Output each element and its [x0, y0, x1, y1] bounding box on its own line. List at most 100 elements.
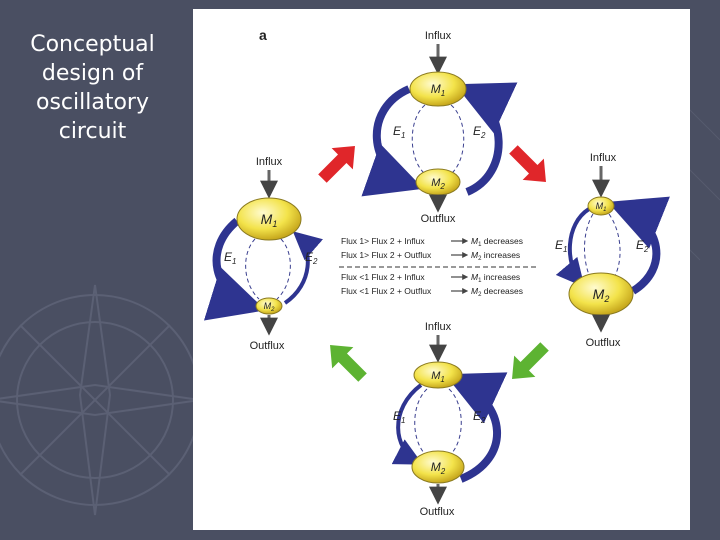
svg-text:E1: E1 — [224, 250, 236, 266]
legend-result: M — [471, 250, 479, 260]
e1-label: E — [393, 124, 402, 138]
outflux-label: Outflux — [250, 340, 285, 352]
m2-node — [255, 297, 283, 315]
m2-label: M — [431, 177, 441, 189]
state-right: Influx M1 M2 E1 E2 Outflux — [555, 152, 671, 349]
loop-arrow-left — [203, 217, 266, 321]
influx-label: Influx — [256, 156, 283, 168]
flux-path-right — [608, 213, 621, 280]
e2-label: E — [473, 124, 482, 138]
m1-node — [413, 361, 463, 389]
legend-row: Flux <1 Flux 2 + Outflux M2 decreases — [341, 286, 523, 298]
m1-label: M — [431, 370, 441, 382]
e2-subscript: 2 — [312, 257, 318, 266]
e1-subscript: 1 — [401, 416, 405, 425]
loop-arrow-right — [444, 372, 508, 483]
svg-text:E2: E2 — [636, 238, 649, 254]
loop-arrow-left — [555, 207, 591, 288]
legend-result: M — [471, 272, 479, 282]
m1-subscript: 1 — [441, 89, 445, 98]
svg-text:E2: E2 — [305, 250, 318, 266]
slide-title: Conceptual design of oscillatory circuit — [30, 32, 155, 144]
state-left: Influx M1 M2 E1 E2 Outflux — [203, 156, 324, 352]
e2-label: E — [473, 409, 482, 423]
e2-label: E — [636, 238, 645, 252]
legend-condition: Flux <1 Flux 2 + Outflux — [341, 286, 432, 296]
legend-result-subscript: 2 — [478, 256, 482, 262]
m1-label: M — [261, 211, 273, 227]
m2-subscript: 2 — [603, 294, 609, 304]
loop-arrow-right — [283, 231, 324, 305]
m1-node — [587, 196, 615, 216]
svg-text:M2: M2 — [593, 286, 610, 304]
svg-text:E1: E1 — [393, 409, 405, 425]
m1-label: M — [596, 201, 604, 211]
oscillatory-circuit-diagram: a Influx M1 M2 E1 E2 Outflux Influx — [203, 27, 671, 518]
m1-subscript: 1 — [272, 219, 277, 229]
svg-text:M1: M1 — [261, 211, 278, 229]
legend-condition: Flux 1> Flux 2 + Outflux — [341, 250, 432, 260]
m1-node — [409, 71, 467, 107]
e1-subscript: 1 — [401, 131, 405, 140]
legend-result-subscript: 2 — [478, 292, 482, 298]
e2-subscript: 2 — [480, 131, 486, 140]
m2-node — [411, 450, 465, 484]
flux-path-right — [448, 388, 462, 455]
legend-effect: decreases — [481, 236, 523, 246]
m2-subscript: 2 — [440, 467, 446, 476]
outflux-label: Outflux — [420, 506, 455, 518]
e1-subscript: 1 — [563, 245, 567, 254]
loop-arrow-left — [391, 383, 423, 465]
legend-condition: Flux <1 Flux 2 + Influx — [341, 272, 425, 282]
svg-text:E1: E1 — [393, 124, 405, 140]
loop-arrow-right — [607, 196, 671, 295]
svg-text:M1: M1 — [596, 201, 607, 213]
svg-text:M2 decreases: M2 decreases — [471, 286, 523, 298]
legend-effect: decreases — [481, 286, 523, 296]
legend-row: Flux 1> Flux 2 + Influx M1 decreases — [341, 236, 523, 248]
svg-text:E2: E2 — [473, 124, 486, 140]
flux-path-left — [245, 238, 260, 300]
e2-subscript: 2 — [643, 245, 649, 254]
e1-label: E — [555, 238, 564, 252]
state-bottom: Influx M1 M2 E1 E2 Outflux — [391, 321, 508, 518]
svg-text:M1: M1 — [431, 82, 445, 98]
flux-path-left — [584, 213, 594, 280]
m1-label: M — [431, 82, 441, 96]
svg-text:E2: E2 — [473, 409, 486, 425]
svg-text:M1 increases: M1 increases — [471, 272, 520, 284]
legend-row: Flux 1> Flux 2 + Outflux M2 increases — [341, 250, 520, 262]
loop-arrow-left — [361, 85, 424, 197]
svg-text:M2 increases: M2 increases — [471, 250, 520, 262]
m2-label: M — [264, 301, 272, 311]
outflux-label: Outflux — [586, 337, 621, 349]
influx-label: Influx — [590, 152, 617, 164]
m2-subscript: 2 — [439, 182, 445, 191]
legend-row: Flux <1 Flux 2 + Influx M1 increases — [341, 272, 520, 284]
svg-text:M2: M2 — [431, 460, 446, 476]
svg-text:M1: M1 — [431, 370, 445, 384]
panel-label: a — [259, 27, 267, 43]
svg-text:M2: M2 — [264, 301, 276, 313]
outflux-label: Outflux — [421, 213, 456, 225]
svg-text:M2: M2 — [431, 177, 445, 191]
m2-label: M — [593, 286, 605, 302]
flux-path-left — [414, 388, 428, 455]
legend-result-subscript: 1 — [478, 278, 482, 284]
legend-result: M — [471, 286, 479, 296]
m1-node — [236, 197, 302, 241]
e1-label: E — [224, 250, 233, 264]
m2-label: M — [431, 460, 441, 474]
m1-subscript: 1 — [440, 375, 444, 384]
legend-effect: increases — [481, 272, 520, 282]
transition-arrow-bottom-left — [330, 345, 367, 382]
e1-subscript: 1 — [232, 257, 236, 266]
m1-subscript: 1 — [603, 207, 606, 213]
flux-path-left — [411, 104, 426, 175]
e1-label: E — [393, 409, 402, 423]
state-top: Influx M1 M2 E1 E2 Outflux — [361, 30, 518, 225]
legend: Flux 1> Flux 2 + Influx M1 decreases Flu… — [339, 236, 539, 298]
e2-label: E — [305, 250, 314, 264]
transition-arrow-top-left — [318, 146, 355, 183]
legend-result: M — [471, 236, 479, 246]
